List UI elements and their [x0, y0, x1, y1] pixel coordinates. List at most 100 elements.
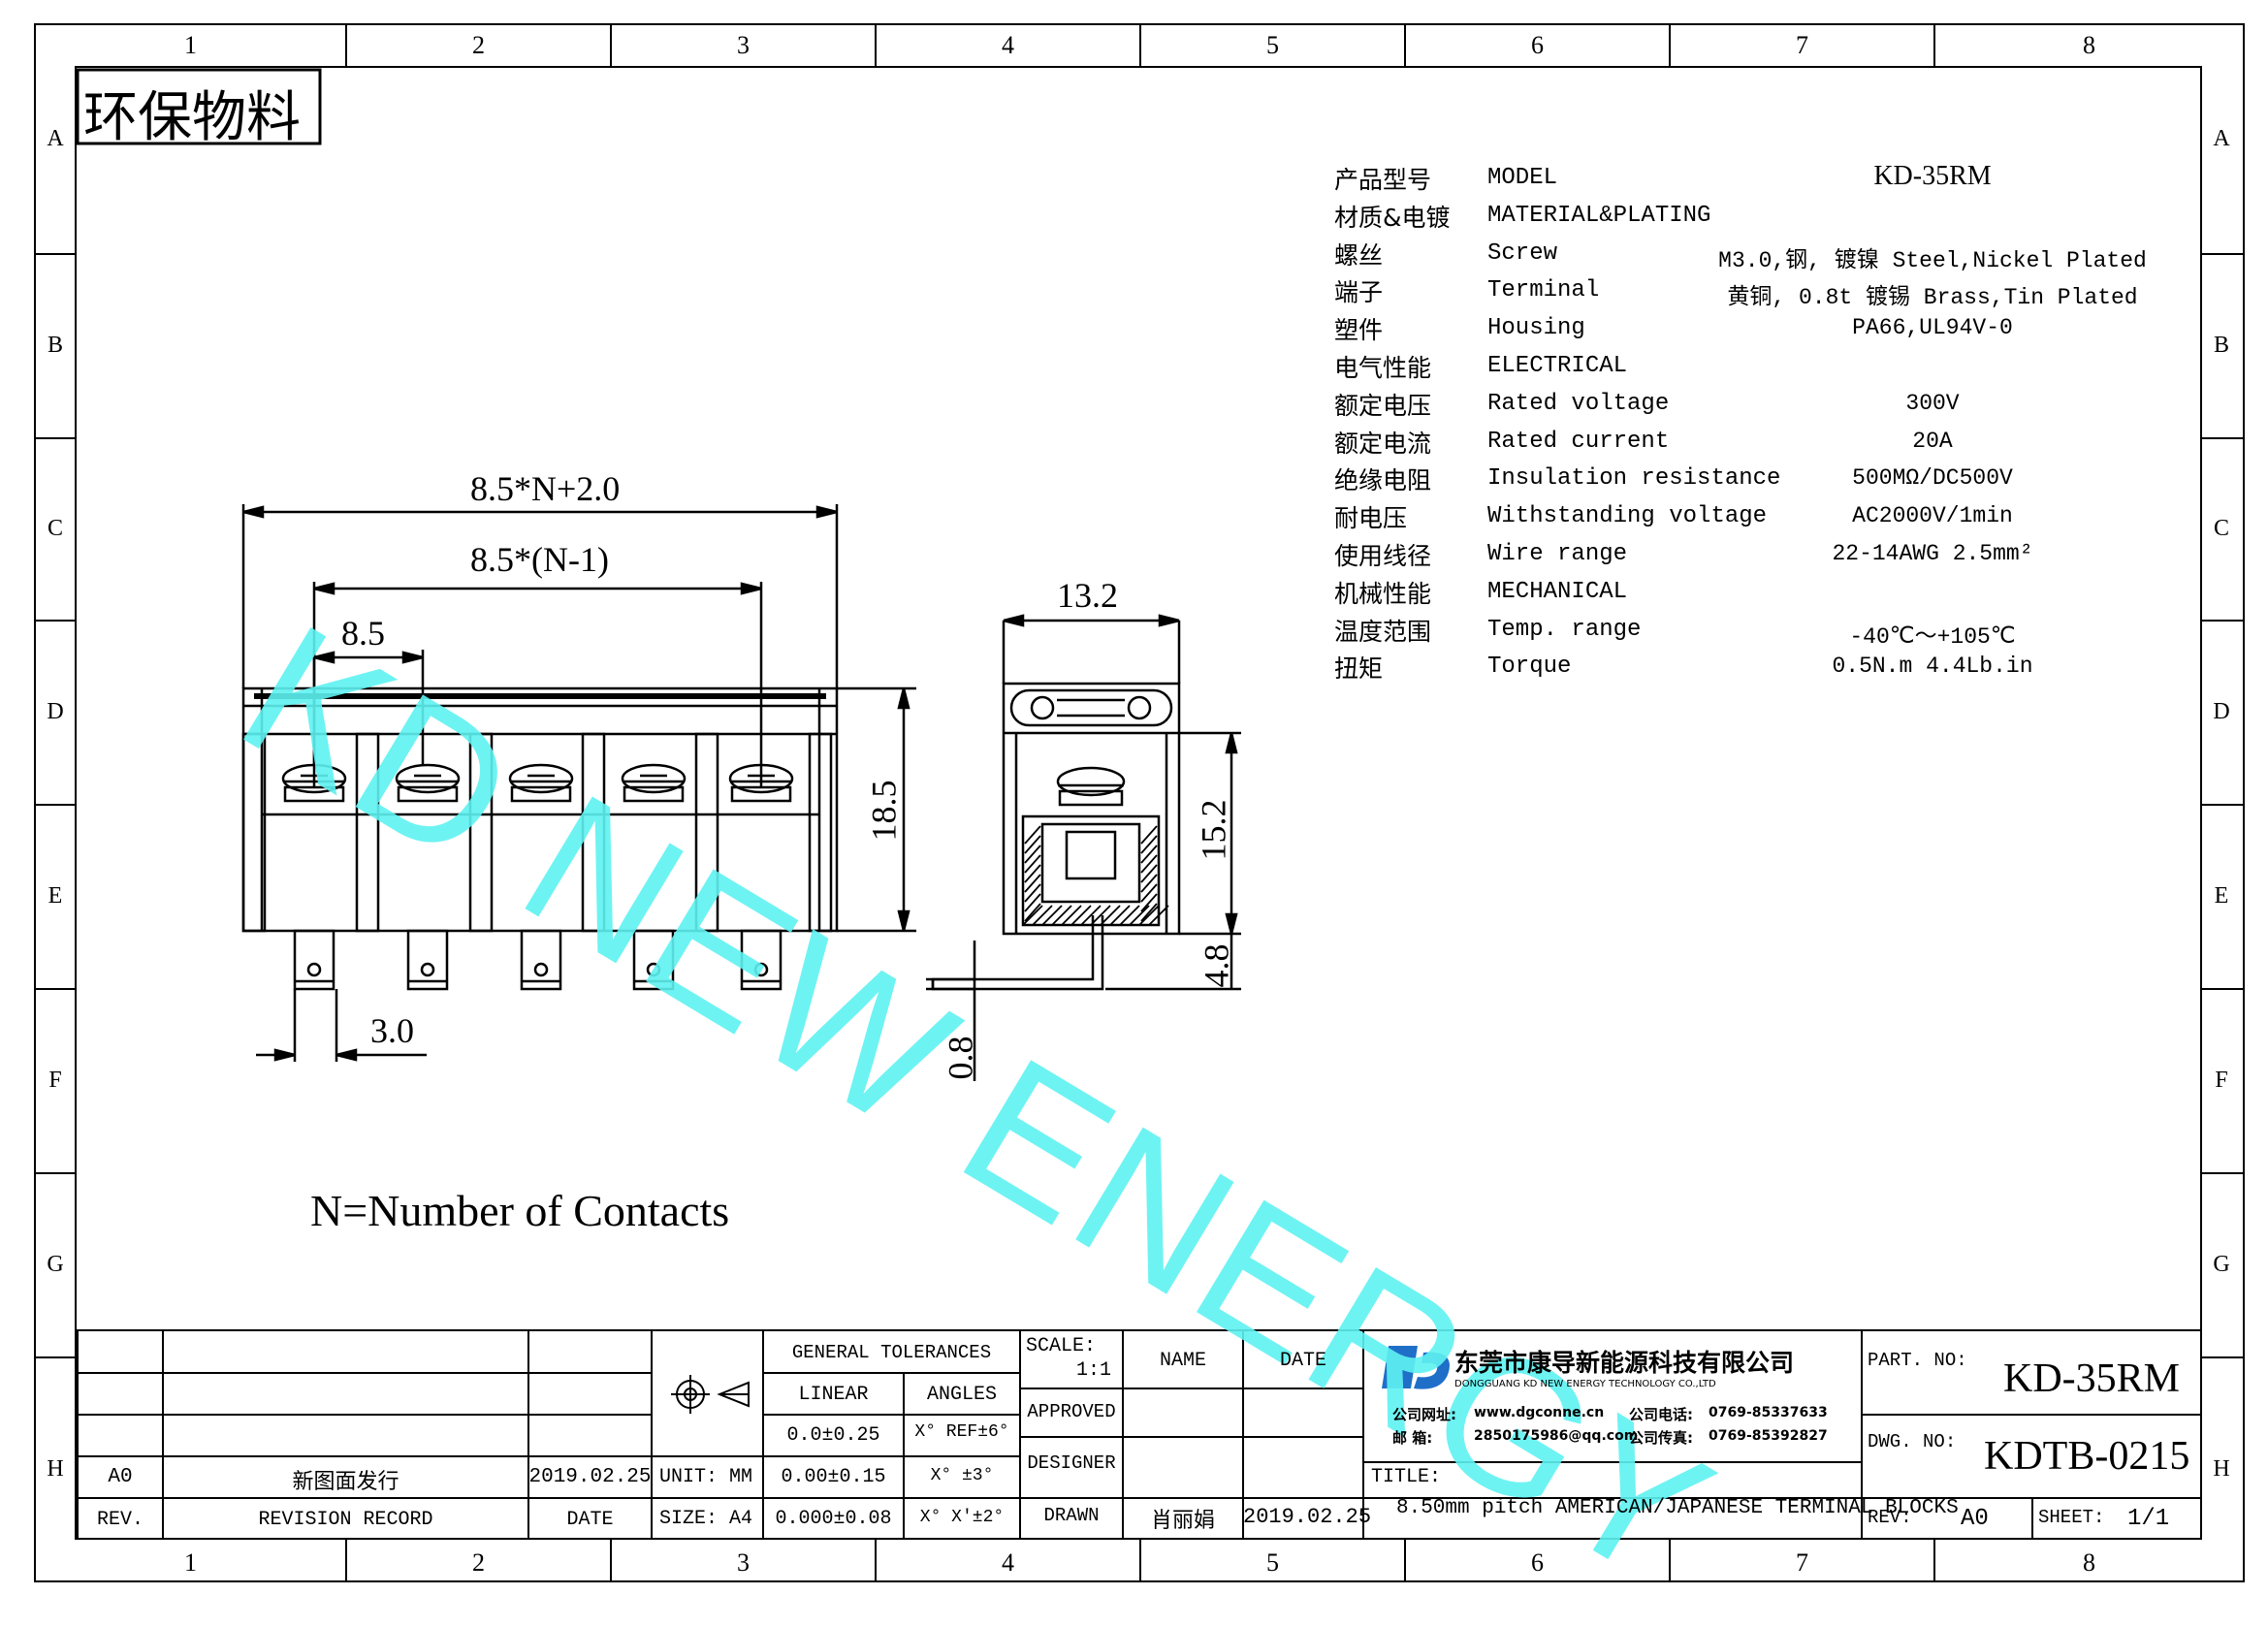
tol-linear-1: 0.0±0.25 [786, 1424, 880, 1447]
title-label: TITLE: [1371, 1466, 1442, 1488]
spec-value-2: M3.0,钢, 镀镍 Steel,Nickel Plated [1718, 247, 2147, 273]
eco-material-stamp: 环保物料 [83, 86, 301, 149]
spec-value-0: KD-35RM [1873, 161, 1992, 191]
zone-col-4-top: 4 [1002, 31, 1014, 59]
zone-row-C-right: C [2213, 516, 2229, 541]
zone-row-G-right: G [2213, 1252, 2230, 1277]
spec-cn-2: 螺丝 [1334, 240, 1384, 270]
spec-cn-4: 塑件 [1334, 316, 1384, 345]
email: 2850175986@qq.com [1474, 1428, 1639, 1444]
zone-row-H-right: H [2213, 1455, 2230, 1482]
dim-pin-width: 3.0 [370, 1011, 414, 1050]
fax-label: 公司传真: [1629, 1429, 1693, 1447]
spec-en-13: Torque [1487, 654, 1572, 681]
spec-value-9: AC2000V/1min [1852, 503, 2013, 529]
zone-col-8-top: 8 [2083, 31, 2095, 59]
scale-value: 1:1 [1076, 1359, 1112, 1382]
zone-row-E-left: E [48, 883, 63, 909]
zone-col-1-bottom: 1 [184, 1548, 197, 1577]
company-logo-icon [1382, 1346, 1450, 1389]
rev-date: 2019.02.25 [528, 1466, 652, 1488]
spec-value-10: 22-14AWG 2.5mm² [1832, 541, 2033, 566]
zone-row-C-left: C [47, 516, 63, 541]
zone-row-B-left: B [47, 333, 63, 358]
spec-cn-5: 电气性能 [1334, 354, 1432, 382]
spec-cn-3: 端子 [1334, 278, 1384, 307]
zone-row-F-left: F [48, 1068, 62, 1093]
spec-en-8: Insulation resistance [1487, 465, 1781, 493]
company-name-cn: 东莞市康导新能源科技有限公司 [1454, 1349, 1795, 1377]
tol-angles-1: X° REF±6° [914, 1422, 1009, 1442]
dim-side-height: 15.2 [1194, 799, 1233, 861]
spec-cn-12: 温度范围 [1334, 617, 1432, 646]
size-label: SIZE: A4 [659, 1508, 753, 1530]
zone-row-D-left: D [47, 699, 64, 724]
general-tolerances-label: GENERAL TOLERANCES [791, 1342, 992, 1363]
zone-col-5-bottom: 5 [1266, 1548, 1279, 1577]
zone-col-6-bottom: 6 [1531, 1548, 1544, 1577]
spec-cn-1: 材质&电镀 [1334, 203, 1451, 232]
dwg-no-label: DWG. NO: [1868, 1431, 1957, 1452]
drawn-name: 肖丽娟 [1150, 1509, 1215, 1533]
unit-label: UNIT: MM [659, 1466, 753, 1488]
linear-label: LINEAR [798, 1384, 869, 1406]
spec-en-9: Withstanding voltage [1487, 503, 1768, 530]
dim-pitch: 8.5 [341, 614, 385, 653]
zone-col-2-bottom: 2 [472, 1548, 485, 1577]
date-col-header: DATE [566, 1509, 614, 1531]
spec-en-6: Rated voltage [1487, 390, 1670, 417]
dwg-no: KDTB-0215 [1984, 1434, 2190, 1479]
zone-col-1-top: 1 [184, 31, 197, 59]
dim-height: 18.5 [864, 780, 904, 842]
name-header: NAME [1159, 1350, 1206, 1372]
spec-value-12: -40℃～+105℃ [1849, 623, 2016, 650]
drawing-title: 8.50mm pitch AMERICAN/JAPANESE TERMINAL … [1396, 1497, 1959, 1519]
sheet-label: SHEET: [2038, 1507, 2105, 1528]
designer-label: DESIGNER [1027, 1452, 1116, 1474]
spec-value-13: 0.5N.m 4.4Lb.in [1832, 654, 2033, 680]
drawn-label: DRAWN [1043, 1505, 1100, 1526]
spec-cn-13: 扭矩 [1334, 654, 1384, 684]
zone-col-6-top: 6 [1531, 31, 1544, 59]
zone-col-2-top: 2 [472, 31, 485, 59]
sheet-value: 1/1 [2127, 1506, 2170, 1532]
part-no: KD-35RM [2003, 1356, 2181, 1401]
tol-angles-3: X° X'±2° [919, 1508, 1005, 1527]
dim-depth: 13.2 [1057, 576, 1118, 615]
zone-col-3-top: 3 [737, 31, 750, 59]
zone-col-8-bottom: 8 [2083, 1548, 2095, 1577]
spec-en-4: Housing [1487, 315, 1585, 342]
rev-value: A0 [1961, 1506, 1989, 1532]
spec-cn-11: 机械性能 [1334, 579, 1432, 608]
spec-cn-0: 产品型号 [1334, 166, 1432, 194]
spec-value-3: 黄铜, 0.8t 镀锡 Brass,Tin Plated [1727, 285, 2138, 311]
zone-row-F-right: F [2215, 1068, 2228, 1093]
spec-value-7: 20A [1912, 428, 1953, 454]
spec-en-0: MODEL [1487, 165, 1558, 191]
spec-cn-10: 使用线径 [1334, 542, 1432, 570]
drawn-date: 2019.02.25 [1243, 1505, 1372, 1529]
zone-col-7-top: 7 [1796, 31, 1808, 59]
dim-pin-length: 4.8 [1197, 943, 1236, 988]
angles-label: ANGLES [926, 1384, 997, 1406]
zone-row-A-left: A [47, 125, 64, 151]
fax: 0769-85392827 [1709, 1428, 1828, 1444]
scale-label: SCALE: [1026, 1335, 1097, 1357]
dim-span: 8.5*(N-1) [470, 540, 609, 579]
zone-row-A-right: A [2213, 125, 2230, 151]
spec-en-11: MECHANICAL [1487, 578, 1628, 605]
zone-col-4-bottom: 4 [1002, 1548, 1014, 1577]
spec-cn-6: 额定电压 [1334, 391, 1432, 420]
date-header: DATE [1279, 1350, 1326, 1372]
website-label: 公司网址: [1392, 1406, 1456, 1423]
zone-row-E-right: E [2214, 883, 2229, 909]
spec-cn-9: 耐电压 [1334, 504, 1408, 533]
part-no-label: PART. NO: [1868, 1350, 1967, 1371]
dim-overall: 8.5*N+2.0 [470, 469, 621, 508]
zone-row-B-right: B [2213, 333, 2229, 358]
phone-label: 公司电话: [1629, 1406, 1693, 1423]
side-view [926, 614, 1241, 1081]
zone-col-7-bottom: 7 [1796, 1548, 1808, 1577]
